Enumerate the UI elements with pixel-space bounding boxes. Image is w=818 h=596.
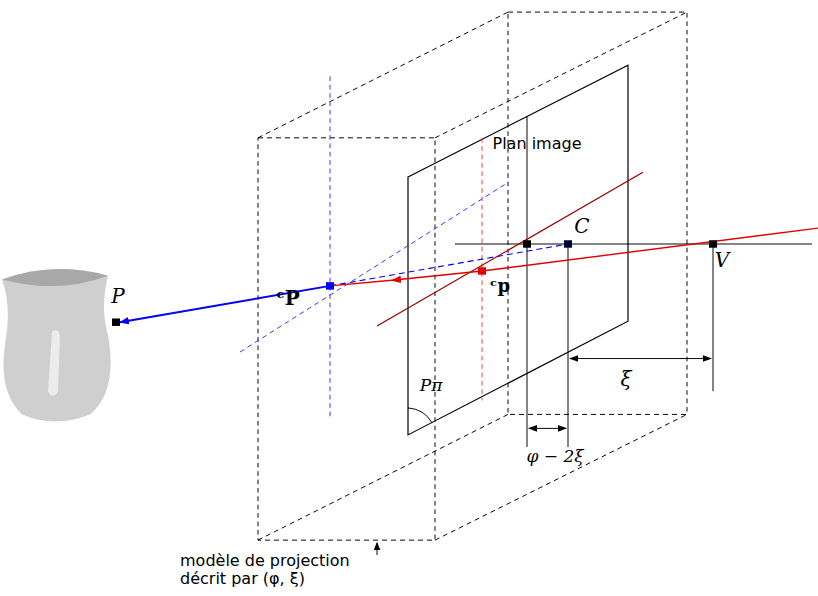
mug [2, 269, 111, 421]
projection-box [258, 12, 687, 540]
sphere-point: ᶜP [276, 287, 300, 310]
viewpoint-label: V [715, 249, 729, 272]
dimension-phi: φ − 2ξ [526, 447, 583, 467]
world-point: P [111, 285, 124, 308]
model-note: modèle de projection décrit par (φ, ξ) [180, 552, 390, 589]
image-plane [408, 65, 628, 435]
plane-angle: Pπ [420, 376, 443, 396]
dimension-xi: ξ [620, 368, 631, 391]
plane-title: Plan image [493, 135, 582, 153]
center-label: C [574, 215, 589, 238]
image-point: ᶜp [490, 276, 510, 297]
